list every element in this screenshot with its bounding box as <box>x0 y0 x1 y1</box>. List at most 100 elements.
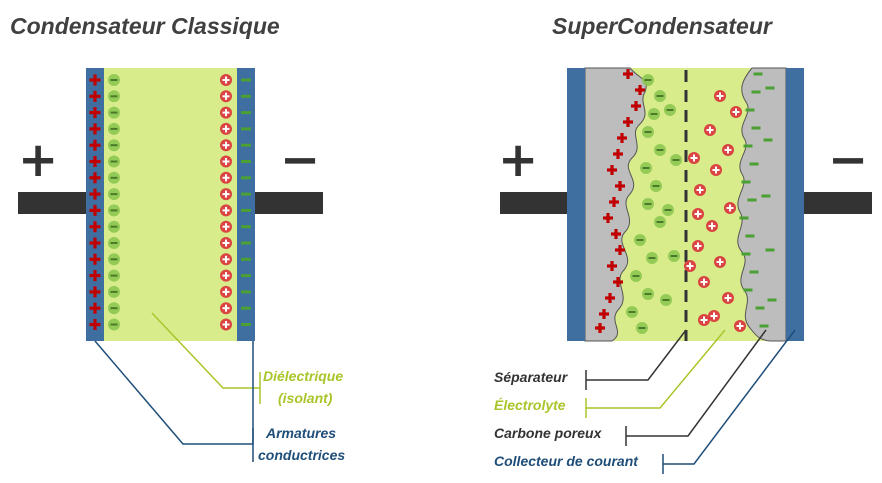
negative-ion-icon <box>108 106 120 119</box>
positive-charge-icon <box>89 74 101 86</box>
negative-charge-icon <box>241 290 251 294</box>
negative-charge-icon <box>241 306 251 310</box>
negative-ion-icon <box>108 122 120 135</box>
positive-charge-icon <box>89 156 101 167</box>
negative-charge-icon <box>241 241 251 245</box>
supercapacitor: + − <box>498 67 872 342</box>
positive-ion-icon <box>220 139 232 152</box>
positive-ion-icon <box>714 256 726 268</box>
positive-charge-icon <box>89 237 101 249</box>
dielectric-label: Diélectrique <box>263 368 343 384</box>
negative-charge-icon <box>751 90 761 94</box>
collector-label: Collecteur de courant <box>494 453 639 469</box>
classic-capacitor-title: Condensateur Classique <box>10 13 280 39</box>
negative-ion-icon <box>642 74 654 86</box>
left-porous-carbon <box>584 67 647 342</box>
negative-charge-icon <box>765 86 775 90</box>
negative-charge-icon <box>749 162 759 166</box>
electrolyte-label: Électrolyte <box>494 397 566 413</box>
negative-ion-icon <box>670 154 682 166</box>
positive-charge-icon <box>617 133 627 143</box>
negative-charge-icon <box>763 138 773 142</box>
positive-ion-icon <box>220 285 232 298</box>
negative-ion-icon <box>642 288 654 300</box>
classic-charges <box>89 74 251 331</box>
negative-ion-icon <box>668 250 680 262</box>
classic-lead-left <box>18 192 86 214</box>
positive-ion-icon <box>714 90 726 102</box>
negative-charge-icon <box>241 94 251 98</box>
positive-charge-icon <box>595 323 605 333</box>
negative-ion-icon <box>108 74 120 86</box>
negative-ion-icon <box>642 126 654 138</box>
negative-ion-icon <box>626 306 638 318</box>
supercapacitor-title: SuperCondensateur <box>552 13 773 39</box>
positive-ion-icon <box>220 122 232 135</box>
positive-ion-icon <box>220 171 232 184</box>
positive-charge-icon <box>89 172 101 184</box>
separator-label: Séparateur <box>494 369 569 385</box>
positive-ion-icon <box>220 90 232 103</box>
armatures-leader-line <box>94 340 253 445</box>
negative-ion-icon <box>636 322 648 334</box>
super-lead-left <box>500 192 568 214</box>
positive-charge-icon <box>599 309 609 319</box>
positive-ion-icon <box>220 106 232 119</box>
positive-ion-icon <box>698 314 710 326</box>
super-minus-terminal-icon: − <box>828 132 868 188</box>
negative-charge-icon <box>743 144 753 148</box>
classic-minus-terminal-icon: − <box>280 132 320 188</box>
positive-charge-icon <box>611 229 621 239</box>
positive-ion-icon <box>220 269 232 282</box>
positive-charge-icon <box>89 319 101 330</box>
positive-ion-icon <box>694 184 706 196</box>
positive-ion-icon <box>710 164 722 176</box>
negative-charge-icon <box>241 176 251 180</box>
negative-ion-icon <box>108 90 120 103</box>
negative-ion-icon <box>642 198 654 210</box>
negative-ion-icon <box>648 108 660 120</box>
negative-ion-icon <box>630 270 642 282</box>
negative-ion-icon <box>108 171 120 184</box>
super-lead-right <box>804 192 872 214</box>
classic-lead-right <box>255 192 323 214</box>
negative-ion-icon <box>664 104 676 116</box>
positive-ion-icon <box>722 292 734 304</box>
negative-charge-icon <box>749 270 759 274</box>
negative-charge-icon <box>241 111 251 115</box>
negative-ion-icon <box>650 180 662 192</box>
positive-charge-icon <box>89 221 101 233</box>
negative-charge-icon <box>759 324 769 328</box>
porous-carbon-leader-line <box>626 329 767 437</box>
positive-charge-icon <box>89 123 101 135</box>
positive-ion-icon <box>220 204 232 217</box>
positive-charge-icon <box>623 69 633 79</box>
positive-ion-icon <box>220 318 232 331</box>
positive-ion-icon <box>692 240 704 252</box>
armatures-label: Armatures <box>265 425 336 441</box>
positive-ion-icon <box>730 106 742 118</box>
negative-ion-icon <box>654 216 666 228</box>
positive-ion-icon <box>724 202 736 214</box>
negative-charge-icon <box>241 257 251 261</box>
positive-charge-icon <box>613 277 623 287</box>
positive-charge-icon <box>89 90 101 102</box>
positive-charge-icon <box>603 213 613 223</box>
positive-charge-icon <box>89 204 101 216</box>
positive-charge-icon <box>89 107 101 119</box>
super-right-collector <box>786 68 804 341</box>
positive-ion-icon <box>220 237 232 249</box>
dielectric-layer <box>104 68 237 341</box>
negative-ion-icon <box>654 90 666 102</box>
positive-charge-icon <box>89 253 101 265</box>
positive-charge-icon <box>631 101 641 111</box>
positive-charge-icon <box>89 139 101 151</box>
negative-charge-icon <box>767 298 777 302</box>
collector-leader-line <box>663 329 796 465</box>
negative-charge-icon <box>241 274 251 278</box>
negative-ion-icon <box>654 144 666 156</box>
positive-charge-icon <box>615 181 625 191</box>
negative-charge-icon <box>241 78 251 82</box>
classic-annotations: Diélectrique (isolant) Armatures conduct… <box>94 312 345 463</box>
